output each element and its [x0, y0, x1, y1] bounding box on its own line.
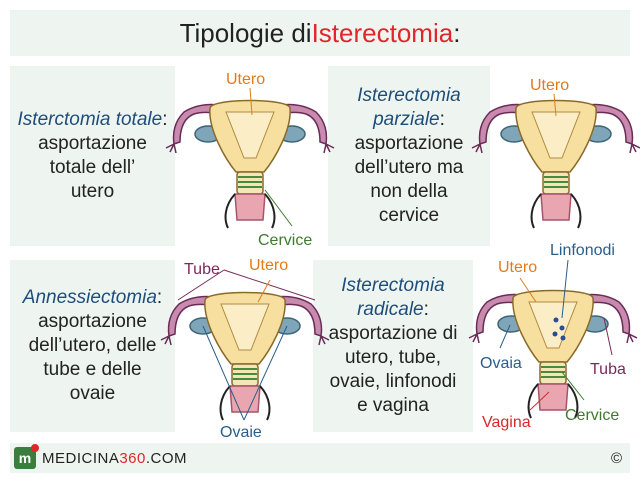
- panel-description: asportazione dell’utero, delle tube e de…: [28, 311, 157, 404]
- leader-line: [202, 325, 245, 421]
- panel-heading: Isterctomia totale:: [17, 109, 168, 130]
- leader-line: [519, 277, 537, 303]
- label-linfonodi: Linfonodi: [550, 242, 615, 259]
- leader-line: [603, 317, 613, 356]
- panel-description: asportazione dell’utero ma non della cer…: [354, 133, 464, 226]
- leader-line: [223, 269, 316, 301]
- label-utero: Utero: [530, 77, 569, 94]
- leader-line: [561, 259, 569, 319]
- leader-line: [499, 324, 511, 349]
- panel-heading: Isterectomia parziale:: [357, 85, 461, 130]
- copyright: ©: [610, 449, 622, 467]
- leader-line: [257, 279, 271, 303]
- leader-line: [177, 269, 225, 301]
- title-suffix: :: [453, 17, 461, 48]
- leader-line: [249, 87, 253, 116]
- panel-adnexectomy: Annessiectomia: asportazione dell’utero,…: [10, 260, 175, 432]
- leader-line: [264, 189, 293, 227]
- label-utero: Utero: [226, 71, 265, 88]
- label-ovaie: Ovaie: [220, 424, 262, 441]
- label-cervice: Cervice: [565, 407, 619, 424]
- panel-heading: Isterectomia radicale:: [341, 275, 445, 320]
- panel-description: asportazione totale dell’ utero: [38, 133, 147, 202]
- label-utero: Utero: [249, 257, 288, 274]
- page-title: Tipologie di Isterectomia:: [10, 10, 630, 56]
- label-vagina: Vagina: [482, 414, 531, 431]
- panel-description: asportazione di utero, tube, ovaie, linf…: [328, 323, 458, 416]
- label-tube: Tube: [184, 261, 220, 278]
- title-prefix: Tipologie di: [179, 17, 312, 48]
- label-cervice: Cervice: [258, 232, 312, 249]
- brand-link[interactable]: MEDICINA360.COM: [42, 449, 188, 467]
- uterus-illustration-radical: Linfonodi Utero Ovaia Tuba Vagina Cervic…: [468, 242, 638, 431]
- label-tuba: Tuba: [590, 361, 626, 378]
- uterus-illustration-total: Utero Cervice: [165, 71, 335, 249]
- brand-logo-icon[interactable]: m: [14, 444, 39, 469]
- panel-total-hysterectomy: Isterctomia totale: asportazione totale …: [10, 66, 175, 246]
- panel-radical-hysterectomy: Isterectomia radicale: asportazione di u…: [313, 260, 473, 432]
- panel-partial-hysterectomy: Isterectomia parziale: asportazione dell…: [328, 66, 490, 246]
- label-utero: Utero: [498, 259, 537, 276]
- leader-line: [529, 391, 550, 411]
- leader-line: [553, 93, 557, 117]
- footer: m MEDICINA360.COM ©: [10, 443, 630, 473]
- label-ovaia: Ovaia: [480, 355, 522, 372]
- leader-line: [561, 371, 585, 401]
- title-accent: Isterectomia: [311, 17, 454, 48]
- leader-line: [243, 325, 288, 421]
- panel-heading: Annessiectomia:: [22, 287, 163, 308]
- uterus-illustration-partial: Utero: [471, 77, 640, 229]
- uterus-illustration-adnexectomy: Tube Utero Ovaie: [160, 257, 330, 441]
